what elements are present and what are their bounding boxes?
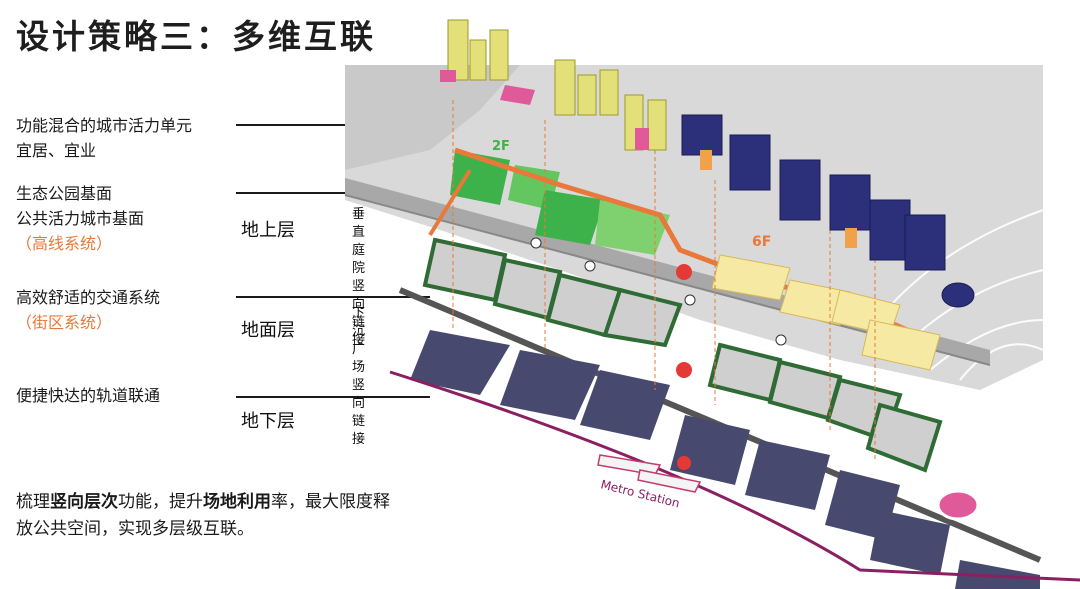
metro-node xyxy=(677,456,691,470)
street-blocks xyxy=(422,237,943,473)
eco-base-label: 生态公园基面 公共活力城市基面 （高线系统） xyxy=(16,184,145,253)
traffic-label: 高效舒适的交通系统 （街区系统） xyxy=(16,288,161,332)
summary-text: 梳理竖向层次功能，提升场地利用率，最大限度释放公共空间，实现多层级互联。 xyxy=(16,492,390,539)
page-title: 设计策略三：多维互联 xyxy=(16,17,376,56)
metro-line xyxy=(389,370,1080,582)
floor-tag-6f: 6F xyxy=(752,234,771,250)
underground-blocks xyxy=(410,330,1040,589)
sunken-plaza-node xyxy=(676,362,692,378)
eco-leader xyxy=(236,192,430,194)
rail-label: 便捷快达的轨道联通 xyxy=(16,386,161,405)
mixed-use-leader xyxy=(236,124,430,126)
level-above-ground: 地上层 xyxy=(241,220,295,241)
stadium xyxy=(936,489,980,521)
vertical-courtyard-label: 垂直庭院竖向链接 xyxy=(352,207,366,348)
metro-station-icon xyxy=(597,454,702,493)
bus-stop-icons xyxy=(530,237,787,346)
rail-leader xyxy=(236,396,430,398)
floor-tag-2f: 2F xyxy=(492,139,510,154)
mixed-use-label: 功能混合的城市活力单元 宜居、宜业 xyxy=(16,116,193,160)
orange-accent-blocks xyxy=(700,150,857,248)
yellow-towers xyxy=(447,19,667,151)
vertical-connectors xyxy=(452,100,876,460)
sunken-plaza-label: 下沉广场竖向链接 xyxy=(352,306,366,447)
level-underground: 地下层 xyxy=(241,411,295,432)
courtyard-node xyxy=(676,264,692,280)
yellow-building-cluster xyxy=(711,254,941,371)
pink-buildings xyxy=(440,70,649,150)
traffic-leader xyxy=(236,296,430,298)
level-ground: 地面层 xyxy=(241,320,295,341)
